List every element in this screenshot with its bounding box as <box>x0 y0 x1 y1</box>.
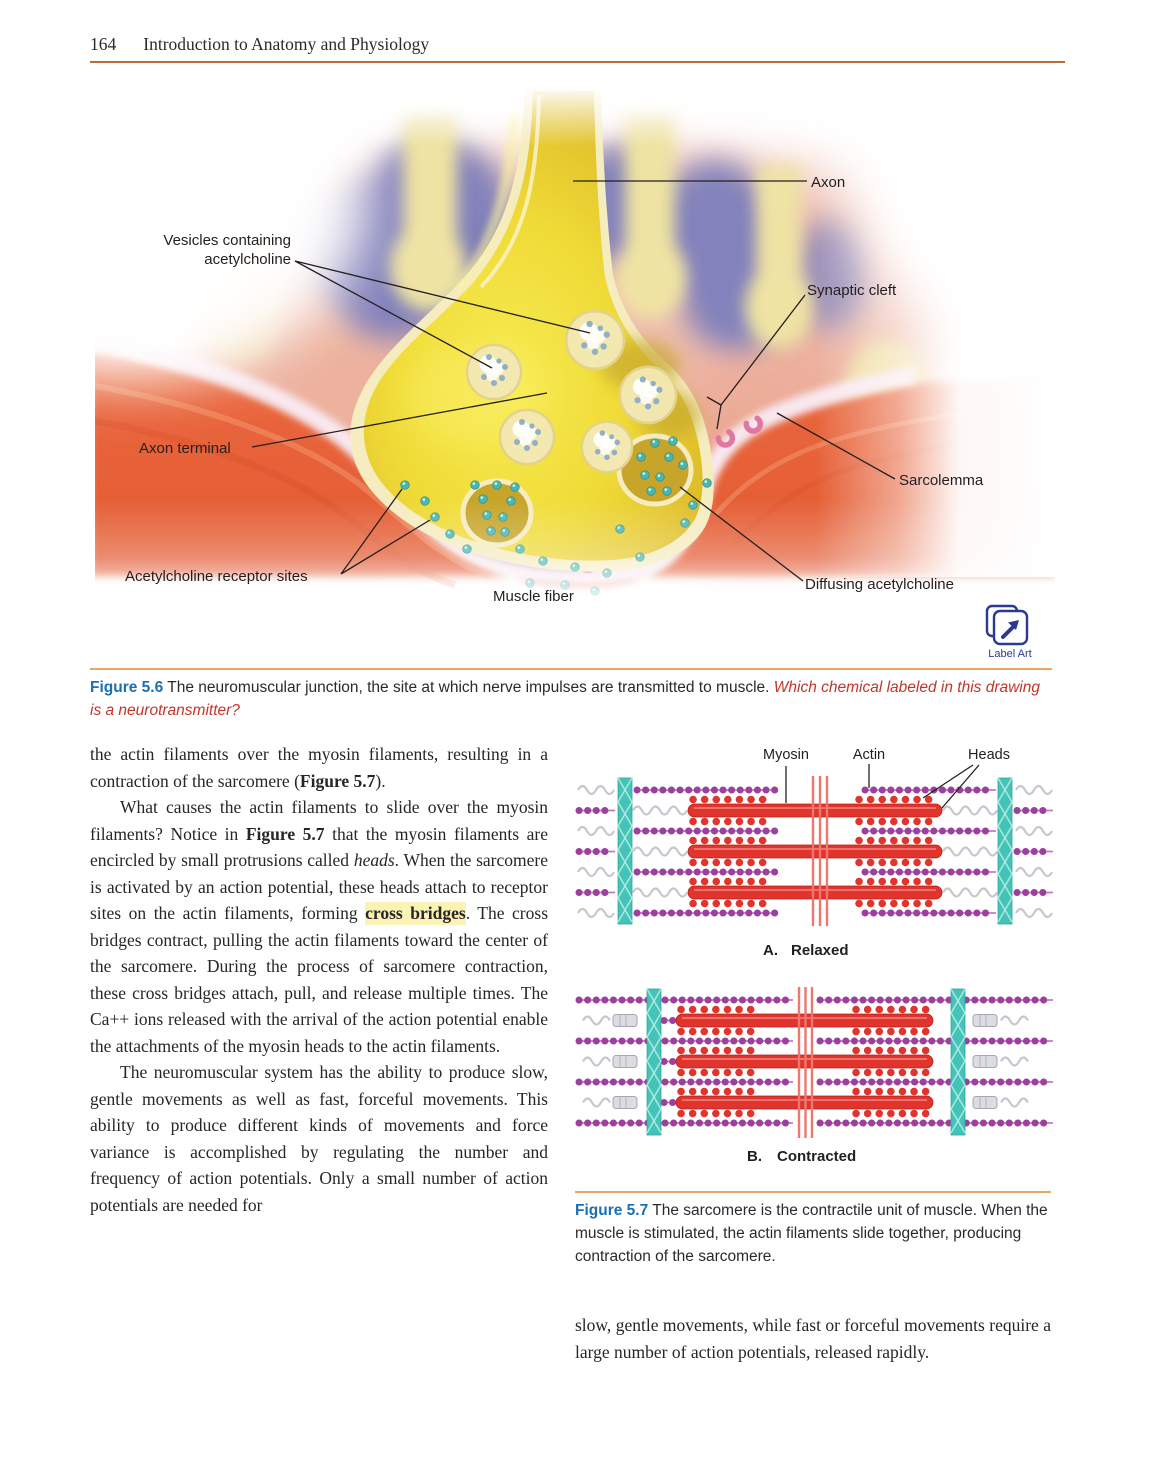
figure-5-7-caption-label: Figure 5.7 <box>575 1202 649 1219</box>
body-paragraph: slow, gentle movements, while fast or fo… <box>575 1315 1051 1362</box>
right-text-column: slow, gentle movements, while fast or fo… <box>575 1312 1051 1365</box>
figure-5-7-caption: Figure 5.7 The sarcomere is the contract… <box>575 1199 1053 1268</box>
panel-b-name: Contracted <box>777 1148 856 1165</box>
panel-b-letter: B. <box>747 1148 762 1165</box>
neuromuscular-junction-illustration <box>95 85 1055 662</box>
sarcomere-contracted-diagram: B. Contracted <box>575 987 1055 1165</box>
figure-label-sarcolemma: Sarcolemma <box>899 472 984 489</box>
label-art-icon[interactable]: Label Art <box>979 603 1041 661</box>
figure-label-axon: Axon <box>811 174 846 191</box>
figure-label-axon-terminal: Axon terminal <box>139 440 231 457</box>
diagram-label-myosin: Myosin <box>763 747 809 763</box>
caption-rule-5-6 <box>90 668 1052 670</box>
caption-rule-5-7 <box>575 1191 1051 1193</box>
figure-5-6-caption-label: Figure 5.6 <box>90 679 164 696</box>
panel-a-letter: A. <box>763 942 778 959</box>
diagram-label-heads: Heads <box>968 747 1010 763</box>
running-head-title: Introduction to Anatomy and Physiology <box>143 34 430 54</box>
page-number: 164 <box>90 34 117 54</box>
figure-5-6-caption-text: The neuromuscular junction, the site at … <box>167 679 770 696</box>
header-rule <box>90 61 1065 63</box>
figure-label-vesicles: Vesicles containing acetylcholine <box>163 232 291 268</box>
figure-label-muscle-fiber: Muscle fiber <box>493 588 574 605</box>
sarcomere-relaxed-diagram: Myosin Actin Heads A. Relaxed <box>575 747 1055 959</box>
page-header: 164 Introduction to Anatomy and Physiolo… <box>90 34 429 55</box>
body-paragraph: The neuromuscular system has the ability… <box>90 1062 548 1215</box>
figure-5-6-caption-question: Which chemical labeled in this drawing i… <box>90 679 1040 719</box>
figure-label-diffusing-acetylcholine: Diffusing acetylcholine <box>805 576 954 593</box>
body-paragraph: What causes the actin filaments to slide… <box>90 797 549 1056</box>
figure-5-6-neuromuscular-junction: Axon Vesicles containing acetylcholine S… <box>95 85 1055 662</box>
figure-label-receptor-sites: Acetylcholine receptor sites <box>125 568 308 585</box>
figure-5-6-caption: Figure 5.6 The neuromuscular junction, t… <box>90 676 1054 722</box>
sarcomere-pointer-lines <box>785 764 980 809</box>
left-text-column: the actin filaments over the myosin fila… <box>90 741 548 1218</box>
panel-a-name: Relaxed <box>791 942 849 959</box>
label-art-text: Label Art <box>988 648 1031 660</box>
body-paragraph: the actin filaments over the myosin fila… <box>90 744 548 791</box>
figure-pointer-lines <box>251 180 896 582</box>
diagram-label-actin: Actin <box>853 747 885 763</box>
figure-label-synaptic-cleft: Synaptic cleft <box>807 282 897 299</box>
figure-5-7-caption-text: The sarcomere is the contractile unit of… <box>575 1202 1048 1265</box>
